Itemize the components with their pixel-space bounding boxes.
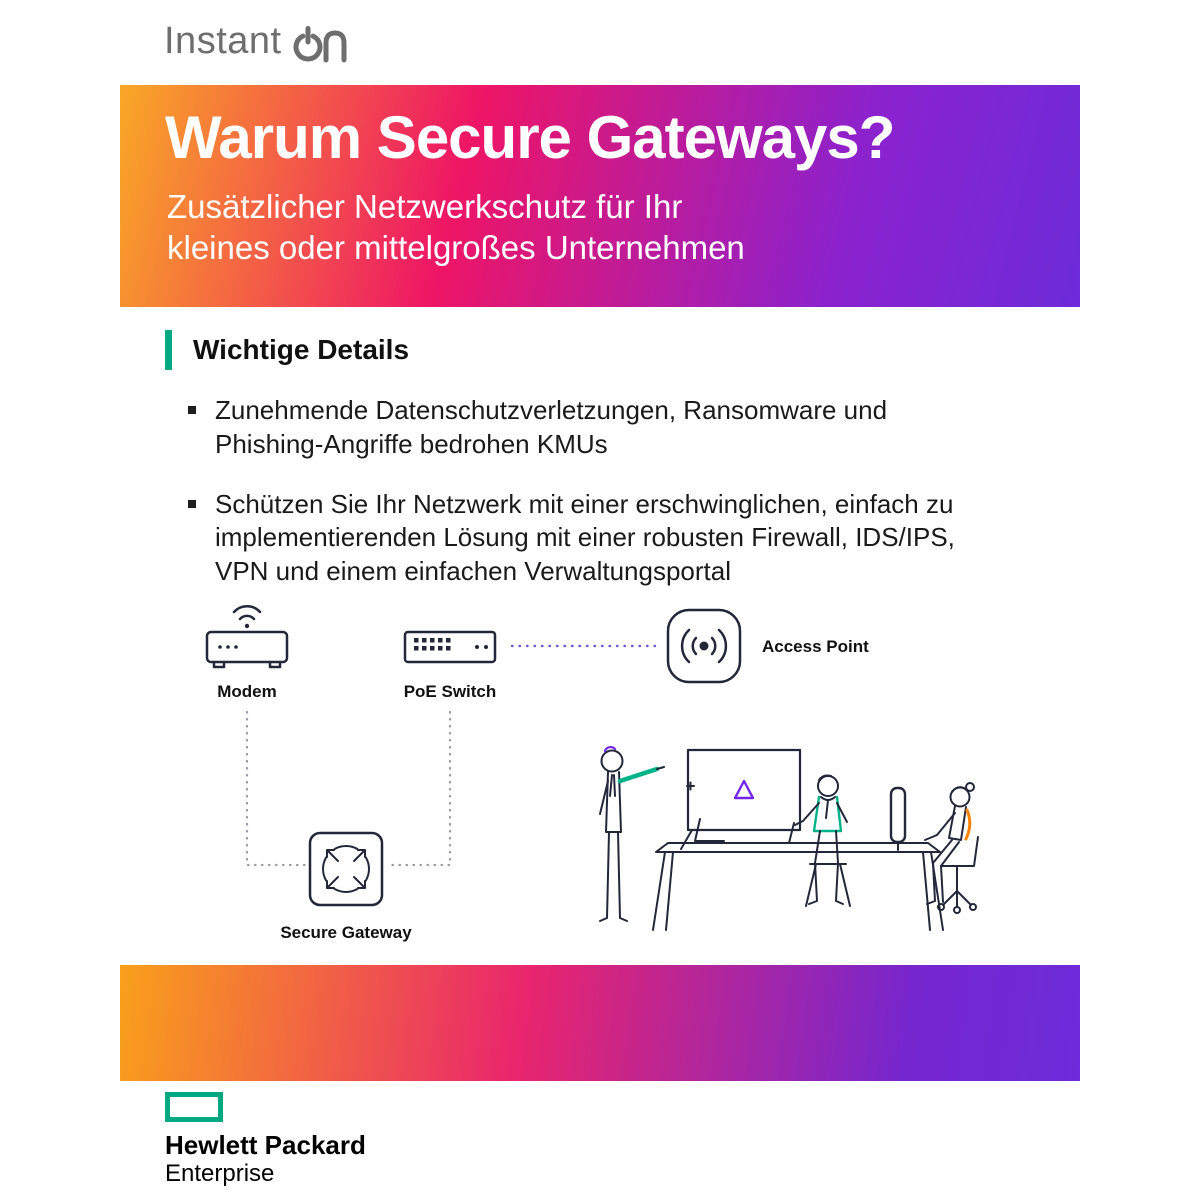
subtitle-line-2: kleines oder mittelgroßes Unternehmen xyxy=(167,228,745,266)
modem-label: Modem xyxy=(217,682,277,701)
secure-gateway-icon xyxy=(308,831,384,907)
board-triangle xyxy=(733,779,755,800)
laptop-icon xyxy=(788,822,817,844)
hpe-green-rectangle-icon xyxy=(165,1092,223,1122)
bullet-marker-icon xyxy=(188,499,196,508)
switch-to-gateway-connector xyxy=(384,710,452,867)
seated-man xyxy=(788,774,851,907)
hpe-company-name: Hewlett Packard xyxy=(165,1130,366,1160)
green-accent-bar xyxy=(165,330,172,370)
monitor-icon xyxy=(889,786,907,851)
bullet-marker-icon xyxy=(188,406,196,414)
network-diagram: Modem PoE Switch Access Point xyxy=(205,605,979,942)
page-title: Warum Secure Gateways? xyxy=(165,104,895,171)
instant-logo-text: Instant xyxy=(164,20,282,62)
bullet-text: Schützen Sie Ihr Netzwerk mit einer ersc… xyxy=(215,488,955,587)
page-subtitle: Zusätzlicher Netzwerkschutz für Ihr klei… xyxy=(167,187,745,269)
presenter-head xyxy=(600,749,624,773)
secure-gateway-label: Secure Gateway xyxy=(280,923,412,942)
woman-orange-accent xyxy=(964,808,972,841)
bullet-text: Zunehmende Datenschutzverletzungen, Rans… xyxy=(215,395,888,459)
access-point-label: Access Point xyxy=(762,637,869,656)
modem-to-gateway-connector xyxy=(245,710,308,867)
presenter-pointing-arm xyxy=(617,766,660,784)
presenter-hair-accent xyxy=(603,746,617,753)
instant-on-power-glyph-icon xyxy=(293,26,347,63)
hpe-logo: Hewlett Packard Enterprise xyxy=(165,1092,366,1189)
hpe-enterprise-text: Enterprise xyxy=(165,1160,275,1188)
modem-icon xyxy=(205,605,289,669)
poe-switch-icon xyxy=(403,630,497,664)
meeting-illustration xyxy=(599,746,979,931)
laptop-icon xyxy=(694,818,725,842)
hero-banner: Warum Secure Gateways? Zusätzlicher Netz… xyxy=(120,85,1080,307)
presentation-board xyxy=(686,748,802,832)
office-chair xyxy=(940,836,979,908)
instant-on-logo: Instant xyxy=(164,18,350,67)
access-point-icon xyxy=(666,608,742,684)
bullet-item: Schützen Sie Ihr Netzwerk mit einer ersc… xyxy=(188,488,988,589)
details-bullet-list: Zunehmende Datenschutzverletzungen, Rans… xyxy=(188,394,988,615)
seated-woman xyxy=(924,782,979,914)
poe-switch-label: PoE Switch xyxy=(404,682,497,701)
details-section-heading: Wichtige Details xyxy=(165,330,409,370)
subtitle-line-1: Zusätzlicher Netzwerkschutz für Ihr xyxy=(167,188,683,225)
conference-table xyxy=(652,842,944,931)
details-heading-text: Wichtige Details xyxy=(193,334,410,365)
bottom-gradient-band xyxy=(120,965,1080,1081)
bullet-item: Zunehmende Datenschutzverletzungen, Rans… xyxy=(188,394,988,462)
